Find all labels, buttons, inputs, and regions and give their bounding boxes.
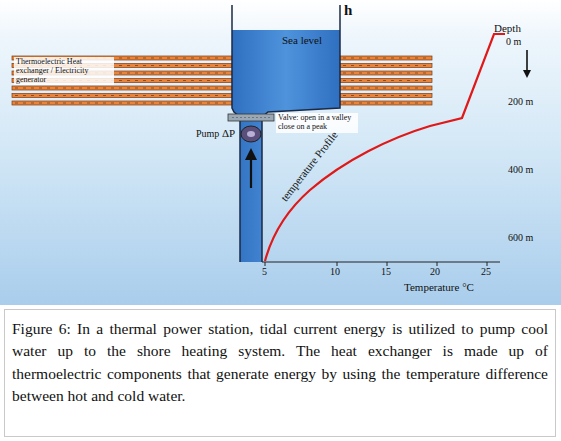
valve xyxy=(228,114,274,121)
thermoelectric-bar xyxy=(340,94,432,98)
axis-value: 10 xyxy=(330,266,340,277)
thermoelectric-bar xyxy=(340,86,432,90)
depth-value: 0 m xyxy=(506,36,521,47)
thermoelectric-bar xyxy=(15,88,229,89)
axis-title: Temperature °C xyxy=(404,281,474,293)
axis-value: 20 xyxy=(430,266,440,277)
axis-tick xyxy=(337,262,338,266)
height-symbol: h xyxy=(344,2,352,19)
pump-symbol xyxy=(241,126,261,142)
pump-symbol xyxy=(247,131,255,137)
thermoelectric-bar xyxy=(343,73,429,74)
temperature-curve xyxy=(265,34,505,261)
thermoelectric-bar xyxy=(12,101,232,105)
pump-label: Pump xyxy=(196,128,219,139)
axis-tick xyxy=(437,262,438,266)
heat-exchanger-label: Thermoelectric Heat exchanger / Electric… xyxy=(14,57,114,85)
axis-tick xyxy=(487,262,488,266)
axis-value: 5 xyxy=(262,266,267,277)
valve-label: Valve: open in a valley close on a peak xyxy=(276,113,358,133)
thermoelectric-bar xyxy=(15,95,229,96)
thermoelectric-bar xyxy=(343,95,429,96)
depth-value: 400 m xyxy=(508,164,533,175)
flow-arrow xyxy=(250,158,252,188)
depth-arrow xyxy=(523,70,531,78)
thermoelectric-bar xyxy=(343,103,429,104)
flow-arrow xyxy=(245,148,257,160)
thermoelectric-bar xyxy=(15,103,229,104)
thermoelectric-bar xyxy=(343,80,429,81)
pressure-symbol: ΔP xyxy=(222,127,235,139)
heat-exchanger-bars xyxy=(12,56,432,105)
thermoelectric-bar xyxy=(343,88,429,89)
valve-detail xyxy=(232,117,270,118)
sea-level-label: Sea level xyxy=(282,34,322,46)
thermoelectric-bar xyxy=(343,58,429,59)
axis-value: 15 xyxy=(381,266,391,277)
thermoelectric-bar xyxy=(340,79,432,83)
thermoelectric-bar xyxy=(343,65,429,66)
caption-frame xyxy=(5,310,556,437)
temperature-axis xyxy=(262,261,500,262)
thermoelectric-bar xyxy=(340,56,432,60)
figure-caption: Figure 6: In a thermal power station, ti… xyxy=(12,318,548,408)
axis-value: 25 xyxy=(481,266,491,277)
depth-arrow xyxy=(526,50,528,72)
tank-wall xyxy=(232,5,340,262)
thermoelectric-bar xyxy=(340,64,432,68)
water-tank xyxy=(232,30,340,262)
axis-tick xyxy=(265,262,266,266)
thermoelectric-bar xyxy=(12,94,232,98)
thermoelectric-bar xyxy=(340,71,432,75)
thermoelectric-bar xyxy=(340,101,432,105)
thermoelectric-bar xyxy=(12,86,232,90)
depth-value: 200 m xyxy=(508,96,533,107)
axis-tick xyxy=(387,262,388,266)
sea-ground xyxy=(0,0,561,305)
axis-title: Depth xyxy=(494,22,521,34)
axis-ticks xyxy=(265,262,487,266)
depth-value: 600 m xyxy=(508,232,533,243)
